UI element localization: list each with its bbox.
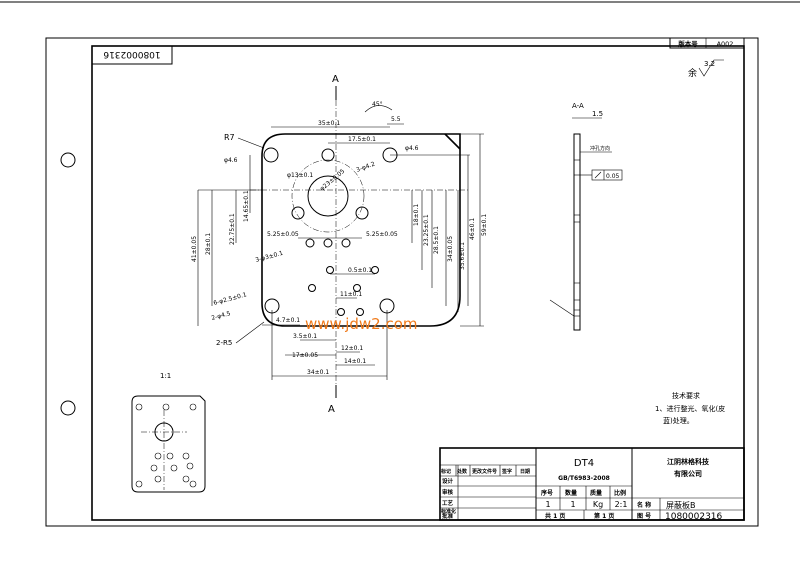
dim-angle-45: 45° bbox=[372, 101, 383, 108]
label-phi-4-6-right: φ4.6 bbox=[405, 145, 419, 152]
standard-code: GB/T6983-2008 bbox=[558, 475, 610, 482]
dim-hole-spacing-top: 17.5±0.1 bbox=[348, 136, 376, 143]
dim-34: 34±0.1 bbox=[307, 369, 329, 376]
outer-frame bbox=[45, 37, 759, 527]
dim-v-18: 18±0.1 bbox=[413, 204, 420, 226]
dim-top-width: 35±0.1 bbox=[318, 120, 340, 127]
val-mass: Kg bbox=[593, 500, 603, 509]
col-qty: 数量 bbox=[565, 489, 577, 497]
dim-h-14-65: 14.65±0.1 bbox=[243, 190, 250, 222]
label-phi-13: φ13±0.1 bbox=[287, 172, 313, 179]
rev-header-2: 更改文件号 bbox=[472, 468, 497, 475]
binding-hole-bottom bbox=[60, 400, 76, 416]
roughness-prefix: 余 bbox=[688, 67, 697, 79]
version-box: 版本号 A002 bbox=[669, 37, 745, 49]
label-phi-23: φ23±0.05 bbox=[319, 168, 347, 193]
inner-frame bbox=[91, 45, 745, 521]
col-scale: 比例 bbox=[614, 489, 626, 497]
title-block: 标记 处数 更改文件号 签字 日期 设计 审核 工艺 标准化 批准 DT4 GB… bbox=[439, 447, 745, 522]
dim-v-34: 34±0.05 bbox=[447, 236, 454, 262]
company-line2: 有限公司 bbox=[674, 469, 702, 478]
tech-req-title: 技术要求 bbox=[672, 391, 700, 400]
dim-12: 12±0.1 bbox=[341, 345, 363, 352]
version-label: 版本号 bbox=[677, 39, 698, 48]
company-line1: 江阴林格科技 bbox=[667, 457, 710, 466]
version-value: A002 bbox=[717, 40, 734, 48]
dim-17: 17±0.05 bbox=[292, 352, 318, 359]
left-label-approve: 批准 bbox=[442, 512, 454, 520]
rev-header-3: 签字 bbox=[501, 468, 512, 475]
label-r7: R7 bbox=[224, 133, 235, 142]
tech-req-line1: 1、进行整光、氧化(皮 bbox=[655, 404, 725, 413]
total-sheets: 共 1 页 bbox=[545, 512, 565, 520]
section-marker-top: A bbox=[332, 74, 339, 85]
col-mass: 质量 bbox=[590, 489, 602, 497]
flatness-value: 0.05 bbox=[606, 173, 620, 180]
dim-h-41: 41±0.05 bbox=[191, 236, 198, 262]
section-view: A-A 1.5 冲孔方向 0.05 bbox=[549, 102, 623, 331]
dim-5-25-right: 5.25±0.05 bbox=[366, 231, 398, 238]
left-label-process: 工艺 bbox=[442, 499, 454, 507]
label-phi-4-6-left: φ4.6 bbox=[224, 157, 238, 164]
dim-v-46: 46±0.1 bbox=[469, 218, 476, 240]
section-thickness: 1.5 bbox=[592, 110, 603, 118]
scale-view-label: 1:1 bbox=[160, 372, 171, 380]
section-note: 冲孔方向 bbox=[590, 145, 610, 152]
left-label-review: 审核 bbox=[442, 488, 454, 496]
val-seq: 1 bbox=[545, 500, 550, 509]
label-phi-2-5: 6-φ2.5±0.1 bbox=[213, 291, 248, 307]
drawing-no-label: 图 号 bbox=[637, 512, 651, 520]
roughness-value: 3.2 bbox=[704, 60, 715, 68]
label-phi-4-5: 2-φ4.5 bbox=[211, 310, 232, 322]
dim-3-5: 3.5±0.1 bbox=[293, 333, 317, 340]
dim-h-28: 28±0.1 bbox=[205, 233, 212, 255]
sheet-no: 第 1 页 bbox=[593, 512, 614, 520]
rev-header-4: 日期 bbox=[520, 468, 530, 475]
watermark-text: www.jdw2.com bbox=[305, 315, 418, 333]
dim-v-59: 59±0.1 bbox=[481, 214, 488, 236]
dim-11: 11±0.1 bbox=[340, 291, 362, 298]
dim-h-22-75: 22.75±0.1 bbox=[229, 213, 236, 245]
rotated-doc-number: 1080002316 bbox=[91, 45, 173, 65]
dim-v-35-6: 35.6±0.1 bbox=[459, 242, 466, 270]
left-label-standard: 标准化 bbox=[440, 508, 456, 515]
left-label-design: 设计 bbox=[442, 477, 454, 485]
section-view-title: A-A bbox=[572, 102, 584, 110]
name-value: 屏蔽板B bbox=[666, 500, 696, 510]
dim-5-25-left: 5.25±0.05 bbox=[267, 231, 299, 238]
binding-hole-top bbox=[60, 152, 76, 168]
dim-v-28-5: 28.5±0.1 bbox=[433, 226, 440, 254]
dim-14: 14±0.1 bbox=[344, 358, 366, 365]
col-seq: 序号 bbox=[540, 489, 553, 497]
drawing-no-value: 1080002316 bbox=[665, 512, 723, 522]
main-part-view: 35±0.1 17.5±0.1 5.5 45° R7 φ4.6 φ4.6 3-φ… bbox=[191, 100, 488, 385]
dim-4-7: 4.7±0.1 bbox=[276, 317, 300, 324]
rev-header-0: 标记 bbox=[440, 468, 451, 475]
section-marker-bottom: A bbox=[328, 404, 335, 415]
dim-v-23-25: 23.25±0.1 bbox=[423, 214, 430, 246]
label-r5: 2-R5 bbox=[216, 339, 232, 347]
product-code: DT4 bbox=[574, 458, 594, 469]
tech-requirements: 技术要求 1、进行整光、氧化(皮 蓝)处理。 bbox=[655, 391, 725, 425]
val-qty: 1 bbox=[570, 500, 575, 509]
name-label: 名 称 bbox=[637, 501, 651, 509]
surface-roughness-symbol: 余 3.2 bbox=[688, 59, 724, 79]
val-scale: 2:1 bbox=[615, 500, 628, 509]
rev-header-1: 处数 bbox=[456, 468, 468, 475]
dim-5-5: 5.5 bbox=[391, 116, 401, 123]
scale-view: 1:1 bbox=[131, 372, 206, 493]
rotated-doc-number-text: 1080002316 bbox=[103, 49, 161, 59]
label-phi-4-2: 3-φ4.2 bbox=[355, 161, 376, 174]
dim-0-5: 0.5±0.1 bbox=[348, 267, 372, 274]
label-phi-3: 3-φ3±0.1 bbox=[255, 250, 284, 264]
tech-req-line2: 蓝)处理。 bbox=[663, 416, 694, 425]
